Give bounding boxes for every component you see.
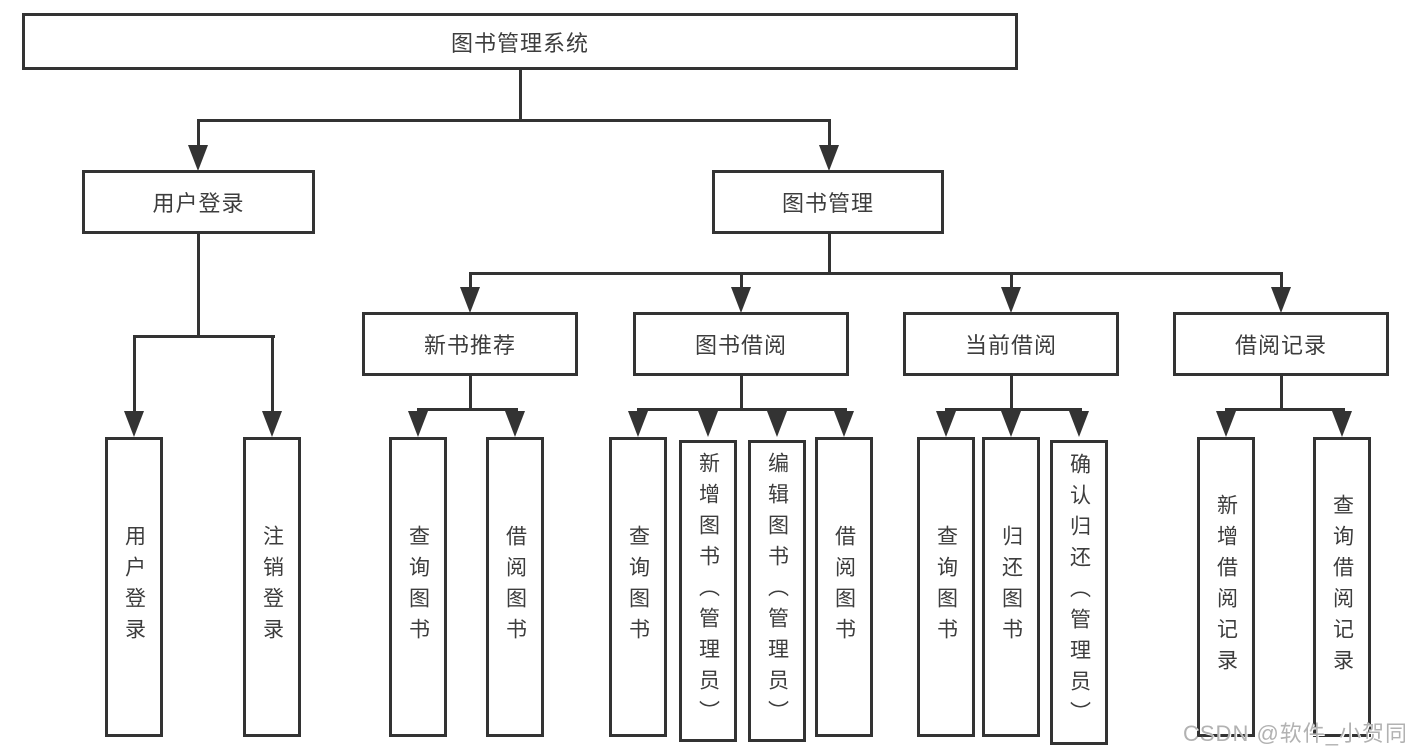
connector-line bbox=[1225, 408, 1345, 411]
node-label: 用户登录 bbox=[152, 191, 245, 216]
connector-line bbox=[469, 375, 472, 410]
connector-line bbox=[740, 272, 743, 289]
node-leaf-add-books-admin: 新增图书（管理员） bbox=[679, 440, 737, 742]
node-leaf-add-borrow-record: 新增借阅记录 bbox=[1197, 437, 1255, 737]
arrow-marker bbox=[1271, 287, 1291, 313]
connector-line bbox=[271, 335, 274, 413]
node-leaf-query-books-recommend: 查询图书 bbox=[389, 437, 447, 737]
arrow-marker bbox=[1069, 411, 1089, 437]
connector-line bbox=[1010, 272, 1013, 289]
arrow-marker bbox=[731, 287, 751, 313]
arrow-marker bbox=[1001, 287, 1021, 313]
arrow-marker bbox=[505, 411, 525, 437]
connector-line bbox=[469, 272, 1283, 275]
node-label: 图书管理系统 bbox=[450, 30, 589, 56]
node-leaf-return-books: 归还图书 bbox=[982, 437, 1040, 737]
node-label: 查询借阅记录 bbox=[1330, 494, 1354, 680]
connector-line bbox=[417, 408, 518, 411]
node-book-management: 图书管理 bbox=[712, 170, 944, 234]
connector-line bbox=[519, 70, 522, 120]
node-leaf-query-books-borrowing: 查询图书 bbox=[609, 437, 667, 737]
node-label: 查询图书 bbox=[626, 525, 650, 649]
connector-line bbox=[945, 408, 1082, 411]
node-new-book-recommend: 新书推荐 bbox=[362, 312, 578, 376]
node-label: 注销登录 bbox=[260, 525, 284, 649]
node-current-borrowing: 当前借阅 bbox=[903, 312, 1119, 376]
node-label: 借阅记录 bbox=[1234, 333, 1327, 358]
arrow-marker bbox=[1216, 411, 1236, 437]
node-leaf-user-login: 用户登录 bbox=[105, 437, 163, 737]
node-borrow-records: 借阅记录 bbox=[1173, 312, 1389, 376]
connector-line bbox=[1280, 272, 1283, 289]
arrow-marker bbox=[628, 411, 648, 437]
node-leaf-logout: 注销登录 bbox=[243, 437, 301, 737]
node-label: 编辑图书（管理员） bbox=[765, 451, 789, 731]
node-leaf-edit-books-admin: 编辑图书（管理员） bbox=[748, 440, 806, 742]
node-label: 查询图书 bbox=[934, 525, 958, 649]
node-label: 用户登录 bbox=[122, 525, 146, 649]
arrow-marker bbox=[188, 145, 208, 171]
arrow-marker bbox=[936, 411, 956, 437]
node-label: 借阅图书 bbox=[832, 525, 856, 649]
arrow-marker bbox=[1001, 411, 1021, 437]
arrow-marker bbox=[124, 411, 144, 437]
node-leaf-borrow-books-recommend: 借阅图书 bbox=[486, 437, 544, 737]
watermark: CSDN @软件_小贺同学 bbox=[1183, 721, 1405, 746]
arrow-marker bbox=[767, 411, 787, 437]
node-label: 新增图书（管理员） bbox=[696, 451, 720, 731]
node-library-system: 图书管理系统 bbox=[22, 13, 1018, 70]
node-leaf-query-books-current: 查询图书 bbox=[917, 437, 975, 737]
arrow-marker bbox=[819, 145, 839, 171]
node-label: 图书借阅 bbox=[694, 333, 787, 358]
node-label: 新增借阅记录 bbox=[1214, 494, 1238, 680]
connector-line bbox=[197, 233, 200, 337]
node-leaf-query-borrow-record: 查询借阅记录 bbox=[1313, 437, 1371, 737]
node-label: 查询图书 bbox=[406, 525, 430, 649]
arrow-marker bbox=[834, 411, 854, 437]
arrow-marker bbox=[1332, 411, 1352, 437]
node-label: 当前借阅 bbox=[964, 333, 1057, 358]
node-book-borrowing: 图书借阅 bbox=[633, 312, 849, 376]
connector-line bbox=[133, 335, 275, 338]
connector-line bbox=[828, 119, 831, 148]
node-label: 图书管理 bbox=[781, 191, 874, 216]
node-label: 确认归还（管理员） bbox=[1067, 453, 1091, 732]
arrow-marker bbox=[262, 411, 282, 437]
node-leaf-borrow-books-borrowing: 借阅图书 bbox=[815, 437, 873, 737]
connector-line bbox=[469, 272, 472, 289]
arrow-marker bbox=[408, 411, 428, 437]
node-label: 归还图书 bbox=[999, 525, 1023, 649]
connector-line bbox=[1280, 375, 1283, 410]
connector-line bbox=[197, 119, 831, 122]
arrow-marker bbox=[460, 287, 480, 313]
arrow-marker bbox=[698, 411, 718, 437]
node-label: 新书推荐 bbox=[423, 333, 516, 358]
connector-line bbox=[197, 119, 200, 148]
connector-line bbox=[637, 408, 847, 411]
node-leaf-confirm-return-admin: 确认归还（管理员） bbox=[1050, 440, 1108, 745]
connector-line bbox=[828, 233, 831, 274]
node-user-login: 用户登录 bbox=[82, 170, 315, 234]
connector-line bbox=[133, 335, 136, 413]
node-label: 借阅图书 bbox=[503, 525, 527, 649]
connector-line bbox=[1010, 375, 1013, 410]
connector-line bbox=[740, 375, 743, 410]
